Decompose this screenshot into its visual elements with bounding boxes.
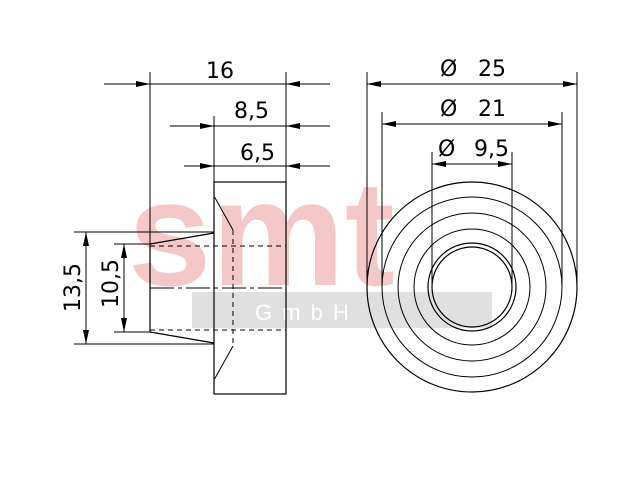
circle-2 xyxy=(381,196,563,378)
diameter-symbol: Ø xyxy=(440,97,457,122)
watermark-subtext: G m b H xyxy=(255,300,351,325)
circle-4 xyxy=(413,228,531,346)
dim-mid-diameter: 21 xyxy=(478,97,506,122)
chamfer-top xyxy=(213,195,234,231)
dim-inner-height: 10,5 xyxy=(99,259,124,308)
dim-overall-length: 16 xyxy=(206,59,234,84)
watermark-logo: smt xyxy=(128,149,395,317)
dim-outer-height: 13,5 xyxy=(61,263,86,312)
chamfer-bottom xyxy=(213,345,234,381)
diameter-symbol: Ø xyxy=(440,57,457,82)
cone-bottom xyxy=(149,331,215,344)
dim-bore-diameter: 9,5 xyxy=(474,137,509,162)
dim-outer-diameter: 25 xyxy=(478,57,506,82)
dim-mid-length: 8,5 xyxy=(234,99,269,124)
diameter-symbol: Ø xyxy=(438,137,455,162)
watermark-bar xyxy=(192,292,492,328)
bore-outer-circle xyxy=(427,242,517,332)
circle-3 xyxy=(397,212,547,362)
cone-top xyxy=(149,232,215,245)
front-view: Ø 25 Ø 21 Ø 9,5 xyxy=(366,57,578,393)
side-view: 16 8,5 6,5 13,5 10,5 xyxy=(61,59,330,395)
watermark: smt G m b H xyxy=(128,149,492,328)
dim-short-length: 6,5 xyxy=(240,141,275,166)
